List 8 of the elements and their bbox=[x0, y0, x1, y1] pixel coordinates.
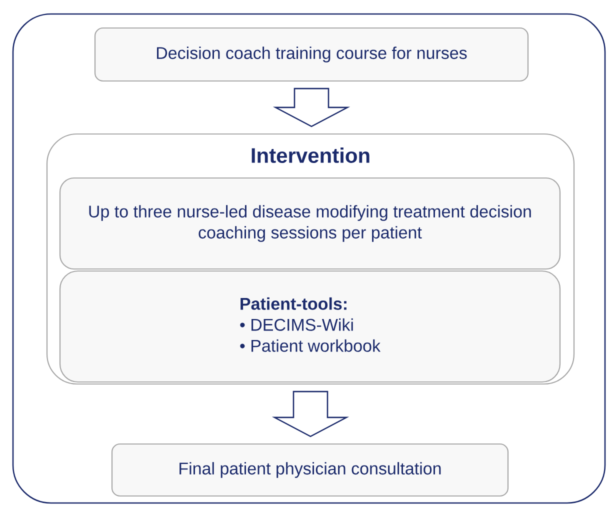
process-box: Up to three nurse-led disease modifying treatment decision coaching sessions per patient bbox=[59, 177, 561, 270]
block-arrow bbox=[272, 88, 350, 128]
heading: Intervention bbox=[252, 148, 370, 163]
process-box: Final patient physician consultation bbox=[111, 443, 509, 497]
frame-box bbox=[12, 13, 606, 504]
process-box: Decision coach training course for nurses bbox=[94, 27, 529, 82]
list-box: Patient-tools: • DECIMS-Wiki • Patient workbook bbox=[59, 270, 561, 383]
block-arrow bbox=[272, 390, 350, 438]
